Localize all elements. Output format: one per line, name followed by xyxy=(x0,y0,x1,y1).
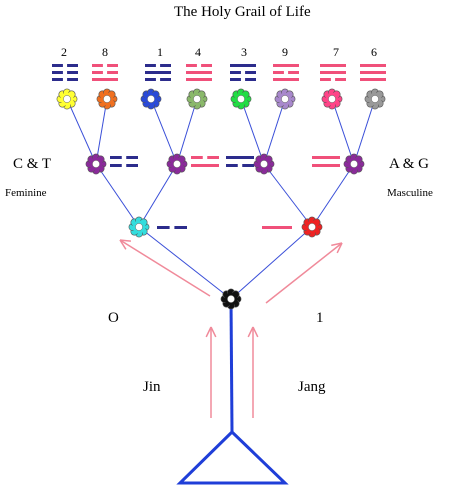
number-8: 6 xyxy=(371,45,377,59)
flower-node-top-2 xyxy=(96,88,118,110)
flower-node-one xyxy=(301,216,323,238)
flower-node-mid-1 xyxy=(85,153,107,175)
trigram-4 xyxy=(186,64,212,81)
tree-link xyxy=(66,98,97,165)
tree-link xyxy=(263,163,313,228)
number-7: 7 xyxy=(333,45,339,59)
flower-node-top-6 xyxy=(274,88,296,110)
grail-stem xyxy=(229,298,234,433)
number-1: 2 xyxy=(61,45,67,59)
tree-link xyxy=(230,226,313,300)
flower-node-top-3 xyxy=(140,88,162,110)
flower-node-mid-2 xyxy=(166,153,188,175)
tree-link xyxy=(240,98,265,165)
digram-4 xyxy=(312,156,340,167)
grail-base xyxy=(176,429,289,485)
arrow-jang xyxy=(247,326,259,418)
tree-link xyxy=(176,98,198,165)
flower-node-top-7 xyxy=(321,88,343,110)
tree-link xyxy=(138,163,178,228)
left-group-label: C & T xyxy=(13,156,52,172)
monogram-solid xyxy=(262,226,292,229)
jang-label: Jang xyxy=(298,379,326,395)
arrow-up-left xyxy=(119,239,211,297)
flower-node-mid-4 xyxy=(343,153,365,175)
tree-link xyxy=(150,98,178,165)
flower-node-root xyxy=(220,288,242,310)
flower-node-top-5 xyxy=(230,88,252,110)
trigram-5 xyxy=(230,64,256,81)
trigram-2 xyxy=(92,64,118,81)
trigram-8 xyxy=(360,64,386,81)
number-3: 1 xyxy=(157,45,163,59)
flower-node-zero xyxy=(128,216,150,238)
trigram-7 xyxy=(320,64,346,81)
zero-label: O xyxy=(108,310,119,326)
arrow-up-right xyxy=(265,242,343,304)
tree-link xyxy=(263,98,286,165)
number-5: 3 xyxy=(241,45,247,59)
number-6: 9 xyxy=(282,45,288,59)
jin-label: Jin xyxy=(143,379,161,395)
one-label: 1 xyxy=(316,310,324,326)
masculine-label: Masculine xyxy=(387,187,433,199)
tree-link xyxy=(353,98,376,165)
right-group-label: A & G xyxy=(389,156,430,172)
feminine-label: Feminine xyxy=(5,187,47,199)
tree-link xyxy=(331,98,355,165)
tree-link xyxy=(95,163,140,228)
tree-link xyxy=(311,163,355,228)
trigram-3 xyxy=(145,64,171,81)
digram-3 xyxy=(226,156,254,167)
trigram-1 xyxy=(52,64,78,81)
flower-node-top-1 xyxy=(56,88,78,110)
flower-node-top-4 xyxy=(186,88,208,110)
number-2: 8 xyxy=(102,45,108,59)
tree-link xyxy=(95,98,108,165)
monogram-broken xyxy=(157,226,187,229)
flower-node-top-8 xyxy=(364,88,386,110)
tree-link xyxy=(138,226,232,300)
digram-1 xyxy=(110,156,138,167)
number-4: 4 xyxy=(195,45,201,59)
flower-node-mid-3 xyxy=(253,153,275,175)
digram-2 xyxy=(191,156,219,167)
arrow-jin xyxy=(205,326,217,418)
trigram-6 xyxy=(273,64,299,81)
diagram-title: The Holy Grail of Life xyxy=(174,4,311,20)
